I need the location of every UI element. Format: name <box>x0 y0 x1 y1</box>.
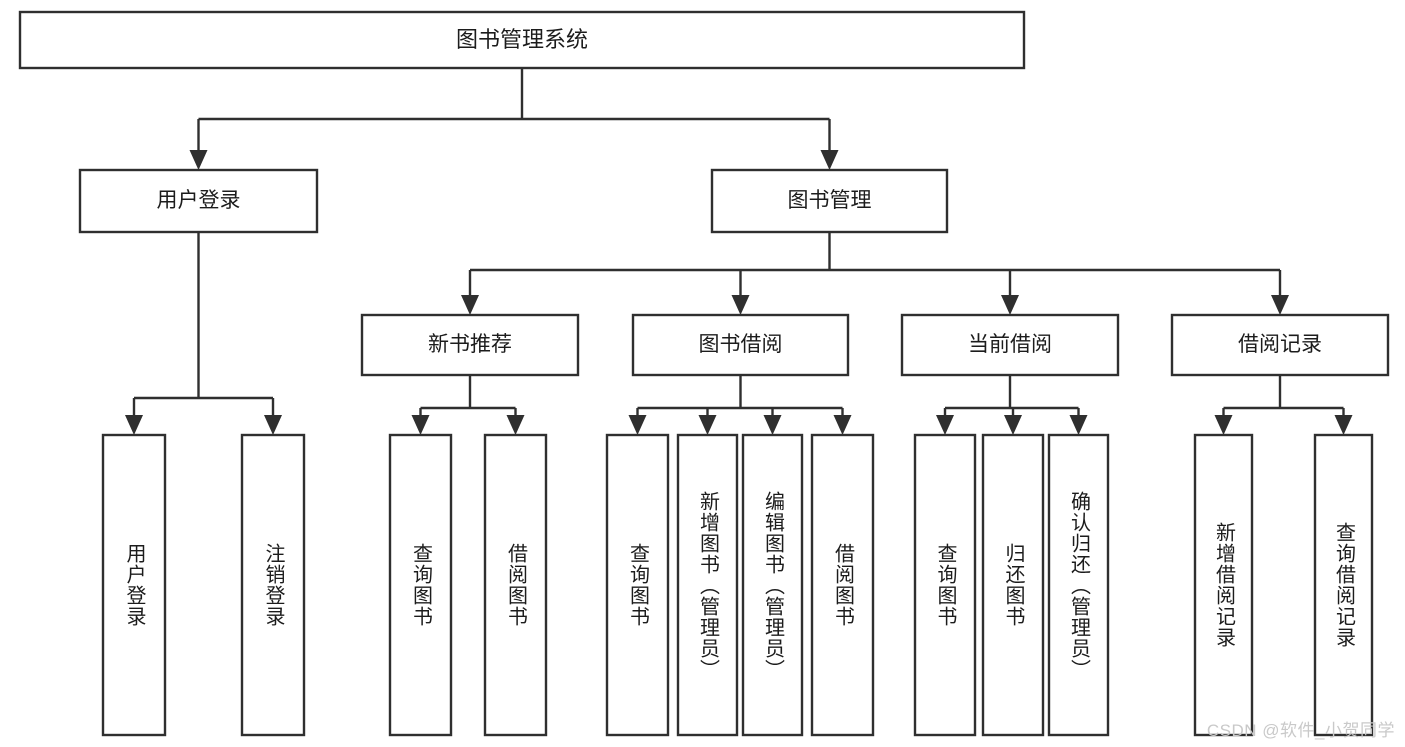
node-box-leaf-query-book-recommend[interactable] <box>388 433 453 737</box>
arrow-head-leaf-logout <box>264 415 282 435</box>
arrow-head-leaf-add-borrow-record <box>1214 415 1233 435</box>
arrow-head-leaf-query-book-borrow <box>628 415 647 435</box>
node-box-leaf-edit-book[interactable] <box>741 433 804 737</box>
node-box-leaf-logout[interactable] <box>240 433 306 737</box>
node-box-borrow-record[interactable] <box>1170 313 1390 377</box>
arrow-head-leaf-user-login <box>125 415 143 435</box>
watermark-text: CSDN @软件_小贺同学 <box>1206 721 1395 740</box>
arrow-head-leaf-query-book-recommend <box>411 415 430 435</box>
arrow-head-new-book-recommend <box>461 295 479 315</box>
node-box-book-borrow[interactable] <box>631 313 850 377</box>
node-box-leaf-add-book[interactable] <box>676 433 739 737</box>
node-box-root[interactable] <box>18 10 1026 70</box>
node-box-leaf-confirm-return[interactable] <box>1047 433 1110 737</box>
arrow-head-current-borrow <box>1001 295 1019 315</box>
node-box-leaf-borrow-book[interactable] <box>810 433 875 737</box>
node-box-leaf-query-borrow-record[interactable] <box>1313 433 1374 737</box>
node-box-user-login[interactable] <box>78 168 319 234</box>
arrow-head-leaf-borrow-book-recommend <box>506 415 525 435</box>
node-box-leaf-return-book[interactable] <box>981 433 1045 737</box>
arrow-head-book-borrow <box>731 295 750 315</box>
arrow-head-leaf-confirm-return <box>1069 415 1088 435</box>
connector-layer <box>125 68 1353 435</box>
arrow-head-leaf-edit-book <box>763 415 782 435</box>
node-box-leaf-borrow-book-recommend[interactable] <box>483 433 548 737</box>
node-box-new-book-recommend[interactable] <box>360 313 580 377</box>
node-box-leaf-user-login[interactable] <box>101 433 167 737</box>
arrow-head-leaf-return-book <box>1004 415 1022 435</box>
arrow-head-user-login <box>189 150 208 170</box>
arrow-head-leaf-borrow-book <box>833 415 852 435</box>
arrow-head-leaf-query-book-current <box>936 415 954 435</box>
node-box-book-management[interactable] <box>710 168 949 234</box>
node-box-leaf-query-book-borrow[interactable] <box>605 433 670 737</box>
arrow-head-leaf-query-borrow-record <box>1334 415 1353 435</box>
node-box-leaf-query-book-current[interactable] <box>913 433 977 737</box>
arrow-head-borrow-record <box>1271 295 1289 315</box>
arrow-head-leaf-add-book <box>698 415 717 435</box>
node-box-leaf-add-borrow-record[interactable] <box>1193 433 1254 737</box>
arrow-head-book-management <box>820 150 839 170</box>
node-box-layer <box>18 10 1390 737</box>
node-box-current-borrow[interactable] <box>900 313 1120 377</box>
